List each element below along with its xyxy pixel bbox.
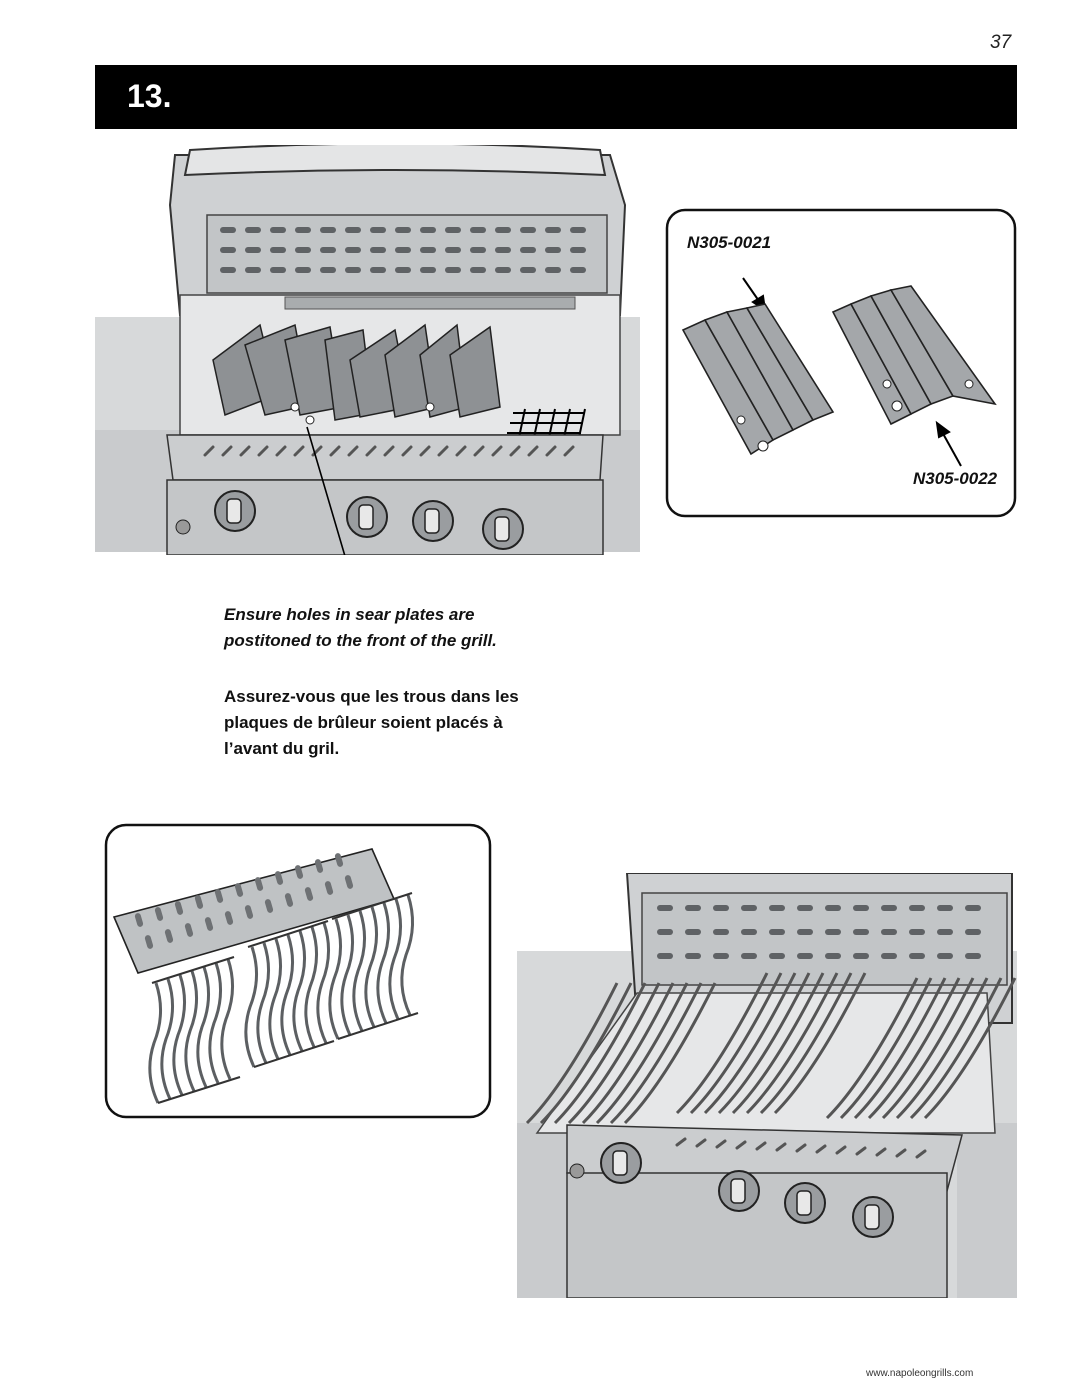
step-number: 13.: [127, 78, 172, 114]
grill-assembled-figure: [517, 873, 1017, 1298]
page-number: 37: [990, 32, 1012, 53]
cooking-grids-box: [104, 823, 492, 1119]
pointer-line: [306, 426, 346, 555]
website-footer: www.napoleongrills.com: [866, 1368, 974, 1379]
instruction-english: Ensure holes in sear plates are postiton…: [224, 605, 497, 650]
grill-sear-plates-figure: [95, 145, 640, 555]
step-header: 13.: [95, 65, 1017, 129]
part-label-n305-0021: N305-0021: [687, 233, 771, 252]
instruction-french: Assurez-vous que les trous dans les plaq…: [224, 687, 519, 758]
parts-callout-box: N305-0021 N305-0022: [665, 208, 1017, 518]
part-label-n305-0022: N305-0022: [913, 469, 998, 488]
